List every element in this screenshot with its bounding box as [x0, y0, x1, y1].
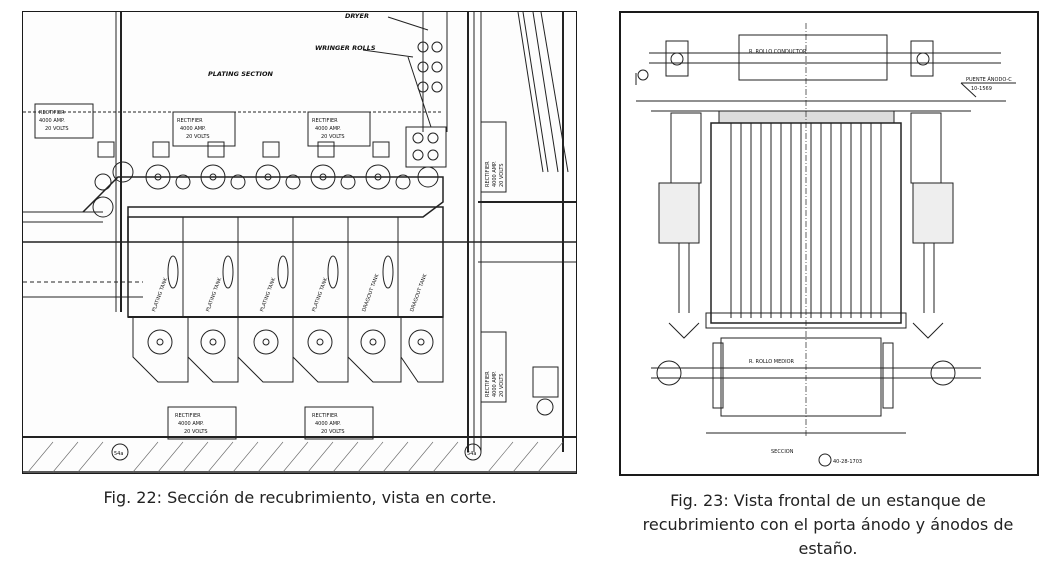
- conductor-roller-label: R. ROLLO CONDUCTOR: [749, 49, 807, 55]
- column-marker-2: 54a: [467, 451, 476, 457]
- svg-text:RECTIFIER: RECTIFIER: [485, 161, 491, 187]
- plating-section-label: PLATING SECTION: [208, 70, 273, 78]
- svg-text:20 VOLTS: 20 VOLTS: [186, 134, 210, 140]
- svg-text:20 VOLTS: 20 VOLTS: [184, 429, 208, 435]
- svg-text:4000 AMP.: 4000 AMP.: [315, 421, 341, 427]
- plating-section-svg: DRYER WRINGER ROLLS PLATING SECTION RECT…: [23, 12, 576, 473]
- rectifier-label-top-2: RECTIFIER 4000 AMP. 20 VOLTS: [177, 118, 210, 140]
- svg-text:20 VOLTS: 20 VOLTS: [321, 429, 345, 435]
- figure-22-caption: Fig. 22: Sección de recubrimiento, vista…: [103, 488, 497, 507]
- figure-22-plating-section-drawing: DRYER WRINGER ROLLS PLATING SECTION RECT…: [22, 11, 577, 474]
- svg-text:RECTIFIER: RECTIFIER: [175, 413, 201, 419]
- anode-tank-svg: R. ROLLO CONDUCTOR R. ROLLO MEDIOR PUENT…: [635, 23, 1016, 467]
- rectifier-label-top-3: RECTIFIER 4000 AMP. 20 VOLTS: [312, 118, 345, 140]
- rectifier-label-side-2: RECTIFIER 4000 AMP. 20 VOLTS: [485, 371, 505, 397]
- anode-bridge-label: PUENTE ÁNODO-C: [966, 76, 1012, 83]
- svg-text:4000 AMP.: 4000 AMP.: [180, 126, 206, 132]
- svg-text:4000 AMP.: 4000 AMP.: [315, 126, 341, 132]
- rectifier-label-bottom-2: RECTIFIER 4000 AMP. 20 VOLTS: [312, 413, 345, 435]
- wringer-rolls-label: WRINGER ROLLS: [315, 44, 376, 52]
- tank-label-5: DRAGOUT TANK: [361, 273, 380, 313]
- tank-labels: PLATING TANK PLATING TANK PLATING TANK P…: [151, 273, 428, 313]
- rectifier-label-side-1: RECTIFIER 4000 AMP. 20 VOLTS: [485, 161, 505, 187]
- svg-text:20 VOLTS: 20 VOLTS: [45, 126, 69, 132]
- svg-text:RECTIFIER: RECTIFIER: [312, 413, 338, 419]
- svg-text:20 VOLTS: 20 VOLTS: [321, 134, 345, 140]
- column-marker-1: 54a: [114, 451, 123, 457]
- svg-text:RECTIFIER: RECTIFIER: [39, 110, 65, 116]
- svg-text:RECTIFIER: RECTIFIER: [312, 118, 338, 124]
- svg-text:20 VOLTS: 20 VOLTS: [499, 163, 505, 187]
- tank-label-3: PLATING TANK: [259, 276, 277, 312]
- svg-text:4000 AMP.: 4000 AMP.: [178, 421, 204, 427]
- rectifier-label-bottom-1: RECTIFIER 4000 AMP. 20 VOLTS: [175, 413, 208, 435]
- svg-text:RECTIFIER: RECTIFIER: [177, 118, 203, 124]
- section-ref: 40-28-1703: [833, 459, 862, 465]
- figure-23-caption: Fig. 23: Vista frontal de un estanque de…: [642, 491, 1014, 558]
- lower-roller-label: R. ROLLO MEDIOR: [749, 359, 795, 365]
- figure-23-anode-tank-drawing: R. ROLLO CONDUCTOR R. ROLLO MEDIOR PUENT…: [619, 11, 1039, 476]
- svg-text:20 VOLTS: 20 VOLTS: [499, 373, 505, 397]
- tank-label-2: PLATING TANK: [205, 276, 223, 312]
- anode-bridge-ref: 10-1569: [971, 86, 992, 92]
- tank-label-4: PLATING TANK: [311, 276, 329, 312]
- tank-label-1: PLATING TANK: [151, 276, 169, 312]
- rectifier-label-top-1: RECTIFIER 4000 AMP. 20 VOLTS: [39, 110, 69, 132]
- dryer-label: DRYER: [345, 12, 369, 20]
- svg-text:4000 AMP.: 4000 AMP.: [39, 118, 65, 124]
- svg-text:RECTIFIER: RECTIFIER: [485, 371, 491, 397]
- svg-text:4000 AMP.: 4000 AMP.: [492, 371, 498, 397]
- section-label: SECCION: [771, 449, 794, 455]
- svg-text:4000 AMP.: 4000 AMP.: [492, 161, 498, 187]
- tank-label-6: DRAGOUT TANK: [409, 273, 428, 313]
